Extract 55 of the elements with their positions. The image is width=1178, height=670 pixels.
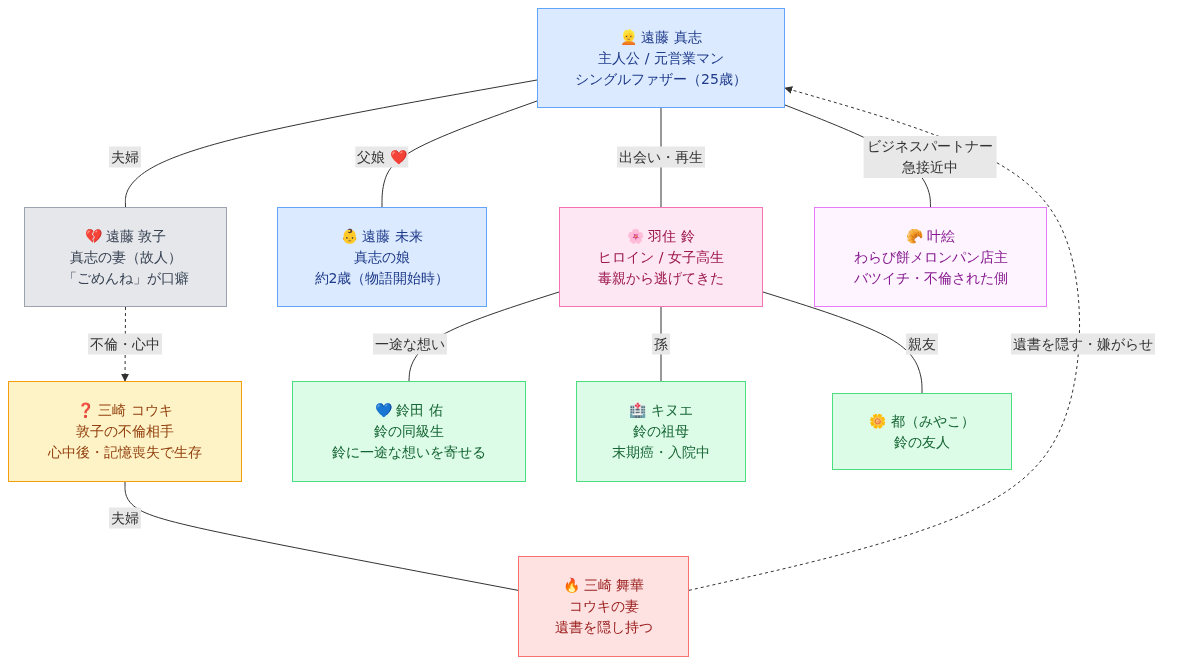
character-box — [277, 207, 487, 307]
connector-line — [381, 100, 538, 208]
arrow — [121, 306, 130, 382]
character-note: コウキの妻 — [568, 597, 639, 616]
edge-label: 一途な想い — [373, 333, 447, 355]
edge-label: 父娘 ❤ — [355, 146, 409, 168]
character-note: 心中後・記憶喪失で生存 — [48, 443, 202, 462]
character-note: シングルファザー（25歳） — [575, 69, 747, 89]
character-note: 「ごめんね」が口癖 — [62, 268, 189, 288]
character-box — [576, 381, 746, 482]
character-note: 鈴に一途な想いを寄せる — [332, 443, 486, 462]
character-name: 🌸 羽住 鈴 — [627, 226, 695, 246]
edge-label: 遺書を隠す・嫌がらせ — [1011, 333, 1155, 355]
character-note: 敦子の不倫相手 — [76, 422, 174, 441]
connector-line — [762, 291, 923, 394]
character-note: 遺書を隠し持つ — [554, 618, 653, 637]
character-note: 真志の娘 — [354, 247, 410, 267]
character-box — [814, 207, 1047, 307]
connector-line — [124, 79, 538, 208]
character-box — [832, 393, 1012, 470]
edge-label: 夫婦 — [109, 507, 141, 529]
character-name: 👱 遠藤 真志 — [620, 27, 702, 47]
character-note: 末期癌・入院中 — [612, 443, 710, 462]
character-note: 真志の妻（故人） — [69, 247, 182, 267]
character-name: 💔 遠藤 敦子 — [84, 226, 167, 246]
character-note: ヒロイン / 女子高生 — [598, 247, 724, 267]
edge-label: 出会い・再生 — [617, 146, 705, 168]
character-name: 🥐 叶絵 — [905, 226, 956, 246]
edge-label: 孫 — [652, 333, 670, 355]
character-box — [8, 381, 242, 482]
edge-label: ビジネスパートナー急接近中 — [863, 136, 997, 178]
character-name: 🌼 都（みやこ） — [869, 411, 975, 431]
arrow — [688, 86, 1081, 591]
character-box — [518, 556, 689, 657]
character-box — [559, 207, 763, 307]
connector-line — [124, 481, 519, 591]
character-note: 鈴の祖母 — [633, 422, 689, 441]
character-name: 👶 遠藤 未来 — [341, 226, 423, 246]
character-note: 主人公 / 元営業マン — [598, 48, 724, 68]
character-box — [24, 207, 227, 307]
character-note: バツイチ・不倫された側 — [853, 268, 1008, 288]
character-name: 💙 鈴田 佑 — [375, 401, 443, 420]
character-note: 毒親から逃げてきた — [598, 268, 724, 288]
character-name: 🔥 三崎 舞華 — [562, 576, 645, 595]
character-box — [292, 381, 526, 482]
edge-label: 不倫・心中 — [88, 333, 162, 355]
character-note: 鈴の友人 — [894, 432, 950, 452]
character-note: わらび餅メロンパン店主 — [853, 247, 1008, 267]
character-note: 鈴の同級生 — [374, 422, 444, 441]
edge-label: 夫婦 — [109, 146, 141, 168]
character-box — [537, 8, 785, 108]
edge-label: 親友 — [906, 333, 938, 355]
character-name: 🏥 キヌエ — [629, 401, 693, 420]
character-name: ❓ 三崎 コウキ — [77, 401, 173, 420]
character-note: 約2歳（物語開始時） — [314, 268, 450, 288]
